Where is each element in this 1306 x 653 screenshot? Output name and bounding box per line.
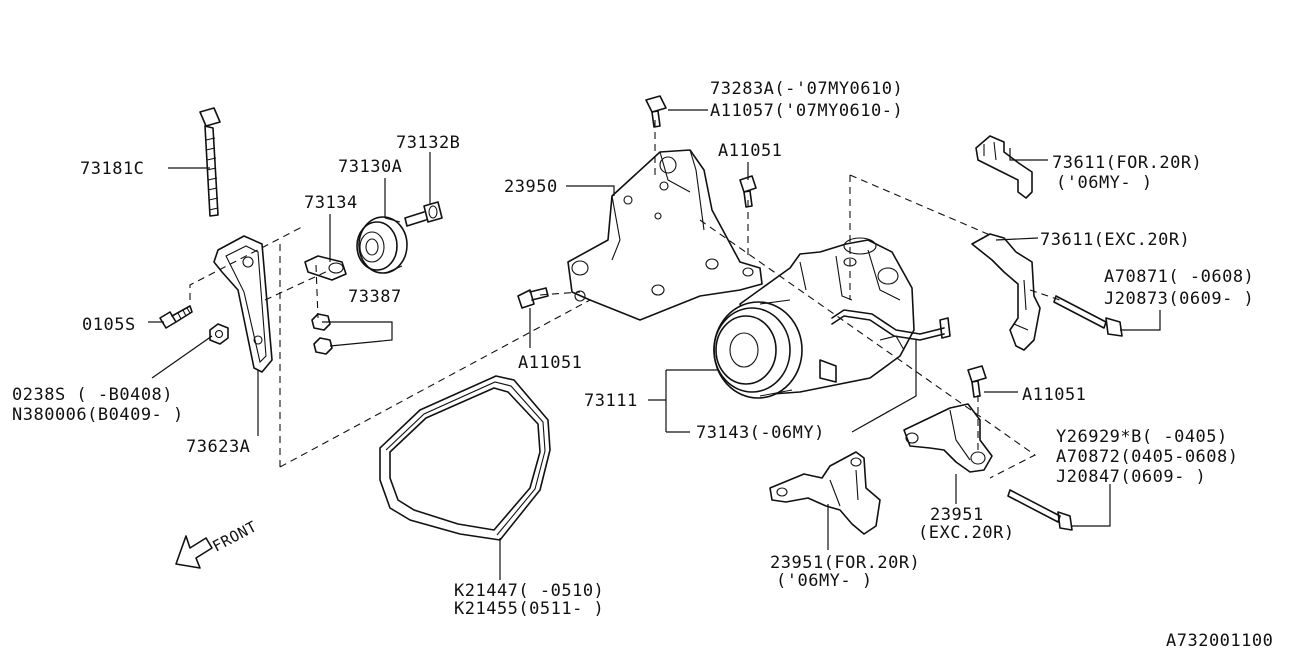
label-k21447: K21447( -0510) <box>454 581 604 601</box>
label-23951-for-year: ('06MY- ) <box>776 571 873 591</box>
label-73111: 73111 <box>584 391 638 411</box>
label-k21455: K21455(0511- ) <box>454 599 604 619</box>
bolt-a11051-right-icon <box>967 365 987 398</box>
bolt-a70871-icon <box>1053 295 1123 337</box>
front-direction-label: FRONT <box>209 517 260 555</box>
label-73611-for-year: ('06MY- ) <box>1056 173 1153 193</box>
bolt-73132b-icon <box>404 201 443 227</box>
label-a11057: A11057('07MY0610-) <box>710 101 903 121</box>
label-a11051-top: A11051 <box>718 141 782 161</box>
compressor-73111-icon <box>713 237 951 399</box>
front-arrow-icon <box>175 535 213 569</box>
bracket-23951-exc-icon <box>903 403 993 473</box>
diagram-reference-code: A732001100 <box>1166 631 1273 651</box>
label-73181c: 73181C <box>80 159 144 179</box>
label-0238s: 0238S ( -B0408) <box>12 385 173 405</box>
label-23951-for: 23951(FOR.20R) <box>770 553 920 573</box>
label-j20847: J20847(0609- ) <box>1056 467 1206 487</box>
label-n380006: N380006(B0409- ) <box>12 405 184 425</box>
label-j20873: J20873(0609- ) <box>1104 289 1254 309</box>
bracket-23951-for-icon <box>769 451 881 535</box>
bolt-73181c-icon <box>199 107 221 217</box>
nut-73387-icon <box>311 313 333 355</box>
label-73283a: 73283A(-'07MY0610) <box>710 79 903 99</box>
label-23951-exc-note: (EXC.20R) <box>918 523 1015 543</box>
bracket-73611-exc-icon <box>971 233 1041 351</box>
bolt-a11051-mid-icon <box>517 287 549 309</box>
label-23950: 23950 <box>504 177 558 197</box>
label-73611-for: 73611(FOR.20R) <box>1052 153 1202 173</box>
label-73387: 73387 <box>348 287 402 307</box>
label-a70872: A70872(0405-0608) <box>1056 447 1239 467</box>
label-73134: 73134 <box>304 193 358 213</box>
clip-73134-icon <box>304 255 347 281</box>
label-23951-exc: 23951 <box>930 505 984 525</box>
nut-0238s-icon <box>209 323 229 345</box>
label-a70871: A70871( -0608) <box>1104 267 1254 287</box>
label-a11051-right: A11051 <box>1022 385 1086 405</box>
label-73130a: 73130A <box>338 157 402 177</box>
drive-belt-icon <box>379 375 551 541</box>
bolt-0105s-icon <box>159 305 193 329</box>
bracket-73623a-icon <box>213 235 273 373</box>
label-73623a: 73623A <box>186 437 250 457</box>
bracket-23950-icon <box>567 149 763 321</box>
label-73132b: 73132B <box>396 133 460 153</box>
label-0105s: 0105S <box>82 315 136 335</box>
bolt-73283a-icon <box>645 95 667 128</box>
pulley-73130a-icon <box>356 216 408 274</box>
leader-lines <box>148 109 1161 580</box>
bolt-y26929-icon <box>1007 489 1073 531</box>
label-y26929: Y26929*B( -0405) <box>1056 427 1228 447</box>
label-73611-exc: 73611(EXC.20R) <box>1040 230 1190 250</box>
label-a11051-mid: A11051 <box>518 353 582 373</box>
assembly-dashed-lines <box>189 120 1061 479</box>
bracket-73611-for-icon <box>975 135 1033 199</box>
label-73143: 73143(-06MY) <box>696 423 825 443</box>
